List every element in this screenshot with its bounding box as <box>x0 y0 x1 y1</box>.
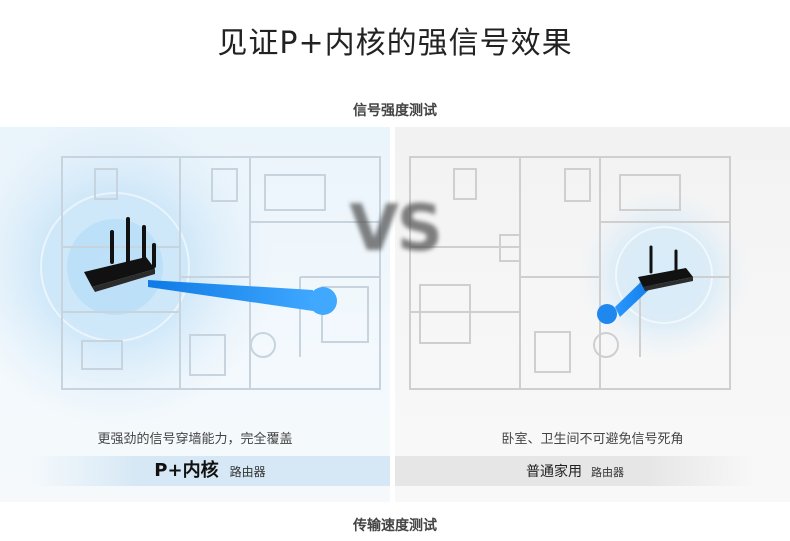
left-product-name: 路由器 <box>229 465 266 479</box>
right-product-name: 路由器 <box>591 466 625 479</box>
right-beam-end <box>597 304 617 324</box>
right-router-icon <box>638 245 693 291</box>
vs-label: VS <box>349 192 443 266</box>
section-title-speed: 传输速度测试 <box>353 518 437 534</box>
page-title: 见证P+内核的强信号效果 <box>217 26 573 61</box>
right-product-bar: 普通家用 路由器 <box>395 456 755 486</box>
left-floor-plan <box>61 156 381 390</box>
floor-plan-graphic <box>0 127 752 427</box>
left-product-bar: P+内核 路由器 <box>30 456 390 486</box>
left-brand-name: P+内核 <box>154 460 219 481</box>
left-signal-beam <box>148 280 313 311</box>
section-title-signal: 信号强度测试 <box>353 103 437 119</box>
left-caption: 更强劲的信号穿墙能力，完全覆盖 <box>97 432 293 447</box>
left-beam-end <box>309 287 337 315</box>
right-brand-name: 普通家用 <box>525 464 582 480</box>
right-caption: 卧室、卫生间不可避免信号死角 <box>501 432 684 447</box>
left-router-icon <box>84 217 156 292</box>
